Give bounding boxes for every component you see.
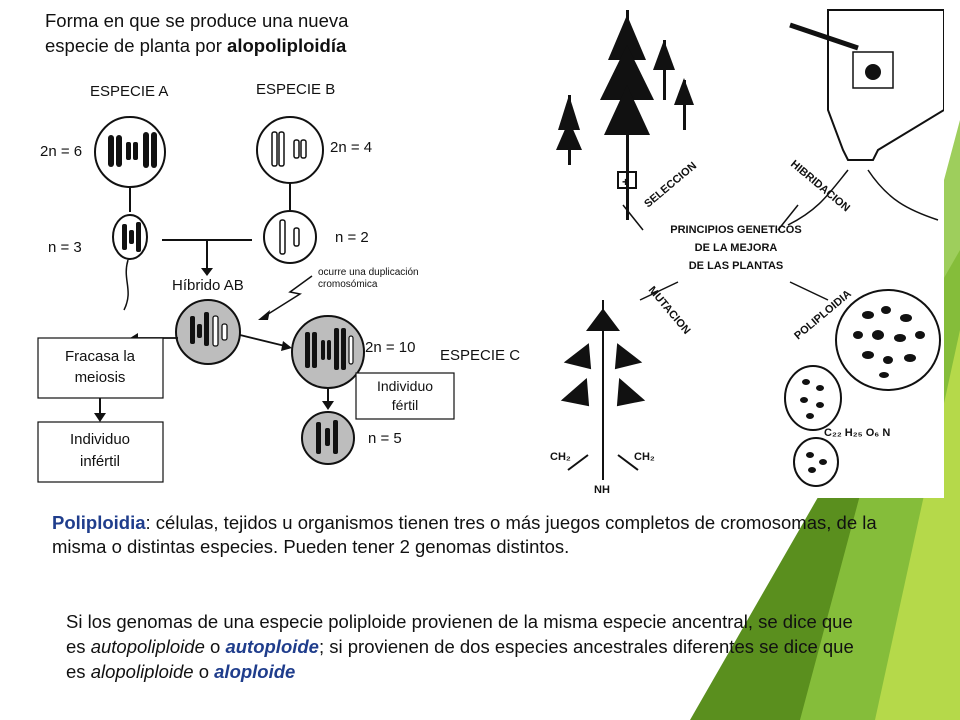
alopoliploidia-diagram: ESPECIE A ESPECIE B 2n = 6 2n = 4 n = 3 … [0, 81, 520, 492]
box-fracasa-meiosis [37, 337, 164, 399]
label-ch2-left: CH₂ [550, 451, 571, 463]
para2-t2: o [204, 636, 226, 657]
box-individuo-fertil [355, 372, 455, 420]
label-dup-2: cromosómica [318, 279, 378, 290]
label-mutacion: MUTACION [646, 284, 693, 337]
label-especie-b: ESPECIE B [256, 81, 335, 98]
label-c-2n: 2n = 10 [365, 339, 415, 356]
keyword-aloploide: aloploide [214, 661, 296, 682]
title-bold-term: alopoliploidía [227, 35, 347, 56]
label-ch2-right: CH₂ [634, 451, 655, 463]
para2-t1: Si los genomas de una especie poliploide… [66, 611, 853, 657]
label-b-2n: 2n = 4 [330, 139, 372, 156]
chromosomes-b [271, 131, 307, 167]
center-line-2: DE LA MEJORA [695, 242, 778, 254]
label-dup-1: ocurre una duplicación [318, 267, 419, 278]
label-a-n: n = 3 [48, 239, 82, 256]
label-fracasa-2: meiosis [75, 369, 126, 386]
box-individuo-infertil [37, 421, 164, 483]
label-especie-c: ESPECIE C [440, 347, 520, 364]
label-especie-a: ESPECIE A [90, 83, 168, 100]
label-seleccion: SELECCION [642, 160, 699, 210]
trees-icon [556, 10, 694, 220]
center-line-1: PRINCIPIOS GENETICOS [670, 224, 801, 236]
para2-t3: ; si provienen de dos especies ancestral… [66, 636, 854, 682]
gamete-b [263, 210, 317, 264]
title-line-1: Forma en que se produce una nueva [45, 10, 349, 31]
cell-b-diploid [256, 116, 324, 184]
label-fertil-2: fértil [392, 397, 418, 413]
principios-geneticos-illustration: + SELECCION HIBRIDACION PRINCIPIOS GENET… [528, 0, 944, 498]
keyword-poliploidia: Poliploidia [52, 512, 146, 533]
label-nh: NH [594, 484, 610, 496]
title-prefix: especie de planta por [45, 35, 228, 56]
label-fertil-1: Individuo [377, 378, 433, 394]
center-line-3: DE LAS PLANTAS [689, 260, 784, 272]
label-a-2n: 2n = 6 [40, 143, 82, 160]
label-infertil-2: infértil [80, 453, 120, 470]
keyword-autoploide: autoploide [225, 636, 319, 657]
title-line-2: especie de planta por alopoliploidía [45, 33, 445, 58]
mutant-plant-icon [560, 300, 646, 480]
label-hibrido: Híbrido AB [172, 277, 244, 294]
label-infertil-1: Individuo [70, 431, 130, 448]
paragraph-poliploidia: Poliploidia: células, tejidos u organism… [52, 511, 882, 559]
plus-sign: + [622, 175, 629, 189]
label-fracasa-1: Fracasa la [65, 348, 136, 365]
term-autopoliploide: autopoliploide [90, 636, 205, 657]
label-c-n: n = 5 [368, 430, 402, 447]
label-formula: C₂₂ H₂₅ O₆ N [824, 427, 890, 439]
para2-t4: o [193, 661, 215, 682]
para1-text: : células, tejidos u organismos tienen t… [52, 512, 877, 557]
term-alopoliploide: alopoliploide [90, 661, 194, 682]
polyploid-cells-icon [784, 289, 941, 487]
slide-title: Forma en que se produce una nueva especi… [45, 8, 445, 58]
label-b-n: n = 2 [335, 229, 369, 246]
paragraph-auto-alo: Si los genomas de una especie poliploide… [66, 609, 856, 684]
funnel-icon [787, 9, 944, 226]
chromosomes-a [108, 132, 157, 168]
